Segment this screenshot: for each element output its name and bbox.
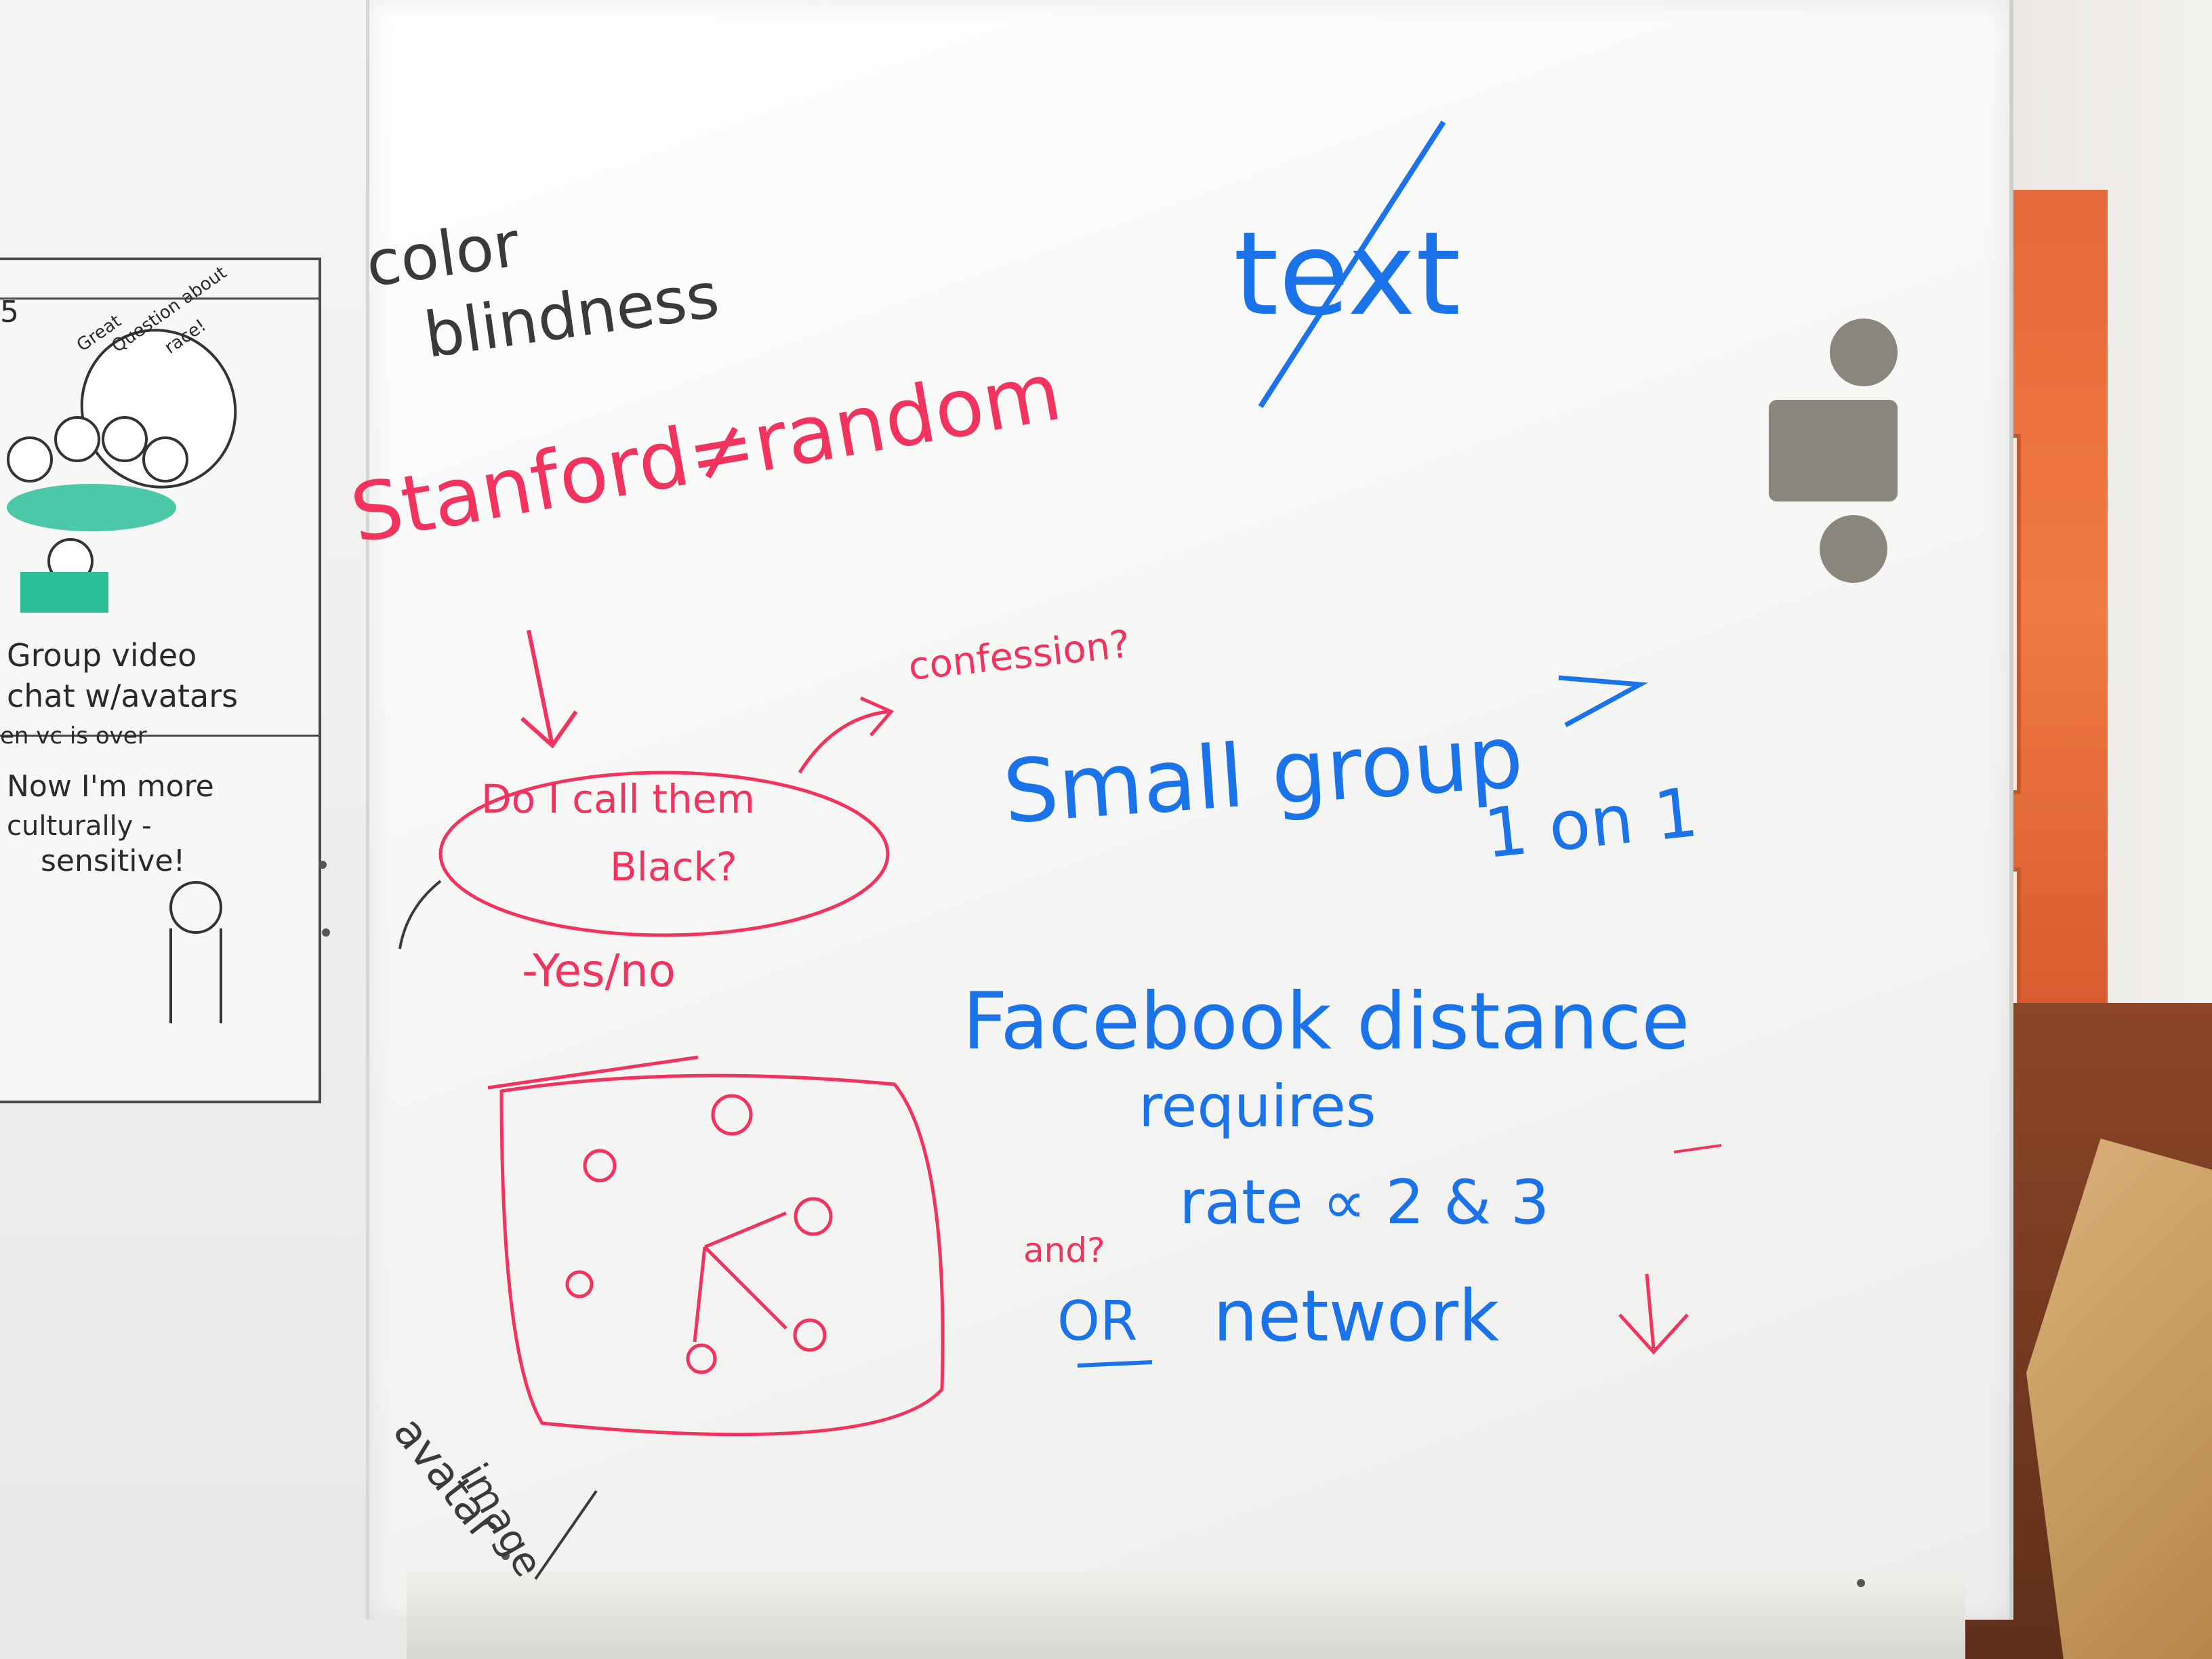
sketch-paper: 5 Great Question about race! Group video… xyxy=(0,258,321,1103)
yes-no-label: -Yes/no xyxy=(522,945,676,997)
arrow-shaft xyxy=(527,630,554,746)
oval-tail xyxy=(398,880,442,949)
caption-line-1: Group video xyxy=(7,637,197,674)
smiley-figure xyxy=(169,881,222,934)
network-box xyxy=(499,1073,945,1437)
quote-line-2: culturally - xyxy=(7,811,152,842)
quote-line-1: Now I'm more xyxy=(7,769,214,804)
screw xyxy=(319,861,327,869)
avatar-slash xyxy=(534,1490,598,1580)
and-question-label: and? xyxy=(1023,1231,1105,1270)
facebook-distance-label: Facebook distance xyxy=(962,976,1690,1067)
left-whiteboard: 5 Great Question about race! Group video… xyxy=(0,0,411,1659)
box-top-line xyxy=(487,1055,699,1090)
top-fragment: 5 xyxy=(0,295,19,329)
quote-line-3: sensitive! xyxy=(41,844,186,878)
node xyxy=(794,1197,833,1236)
mount-slot xyxy=(1769,400,1898,501)
mount-hole-bottom xyxy=(1820,515,1887,583)
caption-line-2: chat w/avatars xyxy=(7,678,239,714)
table-drawing xyxy=(7,484,176,531)
strike-through-line xyxy=(1258,120,1446,409)
red-dash xyxy=(1673,1144,1722,1153)
network-label: network xyxy=(1213,1275,1500,1357)
whiteboard-frame-bottom xyxy=(407,1572,1965,1659)
screw xyxy=(322,928,330,937)
or-label: OR xyxy=(1057,1290,1138,1353)
stick-figure-body xyxy=(169,928,222,1023)
node xyxy=(793,1318,827,1352)
node xyxy=(686,1343,717,1374)
text-crossed-out: text xyxy=(1233,207,1461,342)
node xyxy=(583,1149,617,1183)
requires-label: requires xyxy=(1139,1073,1376,1141)
avatar-group xyxy=(7,416,210,558)
podium-drawing xyxy=(20,572,108,613)
down-arrow xyxy=(1618,1273,1689,1355)
question-oval xyxy=(438,771,890,937)
one-on-one-label: 1 on 1 xyxy=(1480,772,1702,874)
confession-arrow-head xyxy=(859,696,895,737)
confession-arrow xyxy=(798,710,888,774)
screw xyxy=(501,1552,510,1560)
arrow-head xyxy=(520,710,578,749)
small-group-arrow xyxy=(1558,675,1648,728)
main-whiteboard xyxy=(366,0,2013,1620)
rate-label: rate ∝ 2 & 3 xyxy=(1179,1167,1550,1238)
node-edges xyxy=(693,1211,787,1343)
or-underline xyxy=(1077,1360,1153,1368)
mount-hole-top xyxy=(1830,319,1898,386)
node xyxy=(711,1094,753,1136)
screw xyxy=(1857,1579,1865,1587)
caption-line-3: en vc is over xyxy=(0,722,147,750)
question-line-1: Do I call them xyxy=(481,776,755,822)
question-line-2: Black? xyxy=(610,844,737,890)
node xyxy=(565,1270,594,1298)
